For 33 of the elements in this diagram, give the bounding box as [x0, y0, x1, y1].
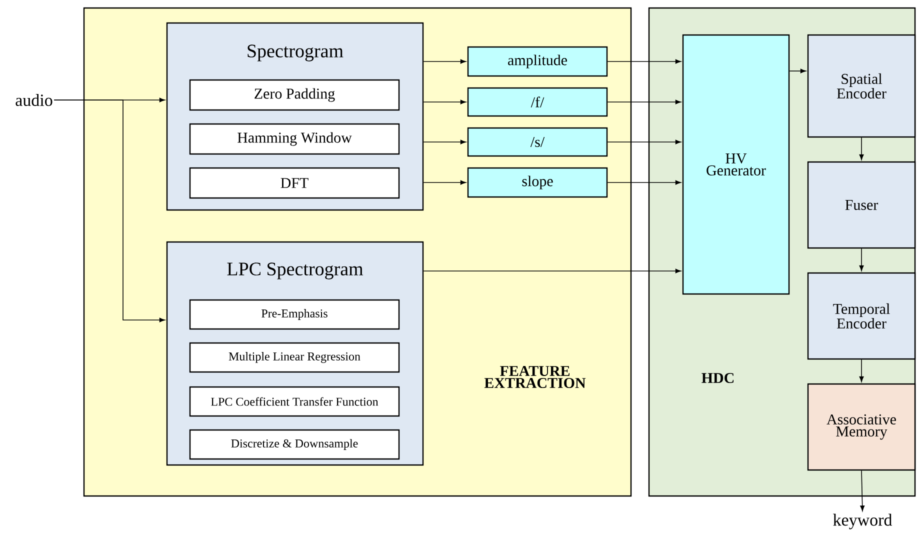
process-box: Hamming Window [189, 123, 400, 155]
process-box: LPC Coefficient Transfer Function [189, 386, 400, 417]
feature-box: slope [467, 167, 608, 198]
arrow [423, 180, 466, 185]
memory-box: Associative Memory [807, 383, 916, 471]
process-box: Fuser [807, 161, 916, 249]
process-box: Pre-Emphasis [189, 299, 400, 330]
generator-box: HV Generator [682, 34, 790, 295]
process-box: Temporal Encoder [807, 272, 916, 360]
arrow [423, 140, 466, 144]
arrow [607, 100, 682, 104]
process-box: Zero Padding [189, 79, 400, 111]
arrow [859, 137, 864, 160]
input-label: audio [16, 94, 52, 106]
arrow [54, 100, 166, 322]
arrow [607, 59, 682, 64]
arrow [423, 59, 466, 64]
arrow [607, 180, 682, 185]
arrow [789, 68, 806, 74]
process-box: Discretize & Downsample [189, 429, 400, 460]
arrow [859, 248, 864, 272]
feature-box: /f/ [467, 87, 608, 117]
feature-box: amplitude [467, 46, 608, 77]
process-box: DFT [189, 167, 400, 199]
arrow [423, 100, 466, 104]
arrow [859, 359, 864, 382]
output-label: keyword [833, 514, 892, 530]
process-box: Multiple Linear Regression [189, 342, 400, 373]
arrow [607, 140, 682, 144]
arrow [423, 268, 682, 274]
feature-box: /s/ [467, 127, 608, 157]
process-box: Spatial Encoder [807, 34, 916, 138]
arrow [860, 470, 865, 512]
